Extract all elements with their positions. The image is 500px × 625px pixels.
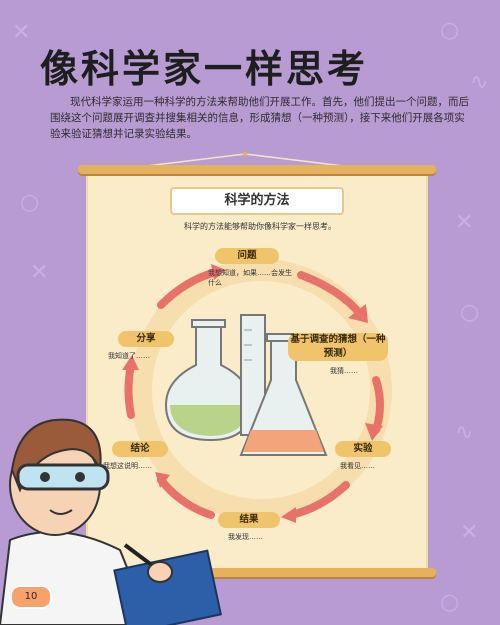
cycle-arrow [297, 271, 365, 319]
page-title: 像科学家一样思考 [40, 47, 369, 91]
background-decoration: ✕ [455, 210, 474, 235]
background-decoration: ✕ [460, 520, 479, 545]
background-decoration: ○ [20, 190, 40, 215]
arrow-head [365, 423, 383, 441]
background-decoration: ∿ [455, 420, 474, 445]
poster-title: 科学的方法 [170, 187, 344, 215]
poster-rod-top [78, 165, 436, 174]
step-question-note: 我想知道，如果……会发生什么 [208, 269, 292, 287]
round-flask-illustration [164, 319, 253, 442]
step-result-note: 我发现…… [228, 533, 263, 541]
background-decoration: ○ [440, 590, 460, 615]
cycle-arrow [157, 268, 220, 309]
poster-rod-bottom [78, 568, 436, 577]
poster-subtitle: 科学的方法能够帮助你像科学家一样思考。 [184, 222, 336, 231]
background-decoration: ○ [440, 18, 460, 43]
arrow-head [348, 304, 368, 323]
arrow-head [122, 355, 139, 370]
step-hypothesis: 基于调查的猜想（一种预测） [288, 333, 388, 361]
step-share: 分享 [118, 331, 174, 347]
background-decoration: ○ [460, 300, 480, 325]
arrow-head [281, 507, 296, 523]
hanging-string [130, 152, 360, 169]
step-conclusion: 结论 [112, 441, 168, 457]
step-conclusion-note: 我想这说明…… [103, 462, 152, 470]
arrow-head [155, 472, 170, 488]
clipboard [113, 549, 222, 625]
step-share-note: 我知道了…… [108, 352, 150, 360]
background-decoration: ✕ [30, 260, 49, 285]
cycle-arrow [287, 481, 350, 519]
background-decoration: ✕ [12, 20, 31, 45]
page-number: 10 [10, 585, 52, 609]
step-question: 问题 [215, 248, 279, 264]
step-experiment-note: 我看见…… [340, 462, 375, 470]
step-experiment: 实验 [335, 441, 391, 457]
arrow-head [211, 264, 226, 280]
background-decoration: ∿ [470, 70, 489, 95]
scientist-illustration [0, 418, 222, 625]
intro-paragraph: 现代科学家运用一种科学的方法来帮助他们开展工作。首先，他们提出一个问题，而后围绕… [50, 96, 469, 140]
step-result: 结果 [218, 512, 280, 528]
method-cycle-diagram [122, 259, 392, 523]
step-hypothesis-note: 我猜…… [330, 367, 358, 375]
cycle-arrow [157, 476, 215, 519]
cycle-arrow [372, 376, 384, 434]
